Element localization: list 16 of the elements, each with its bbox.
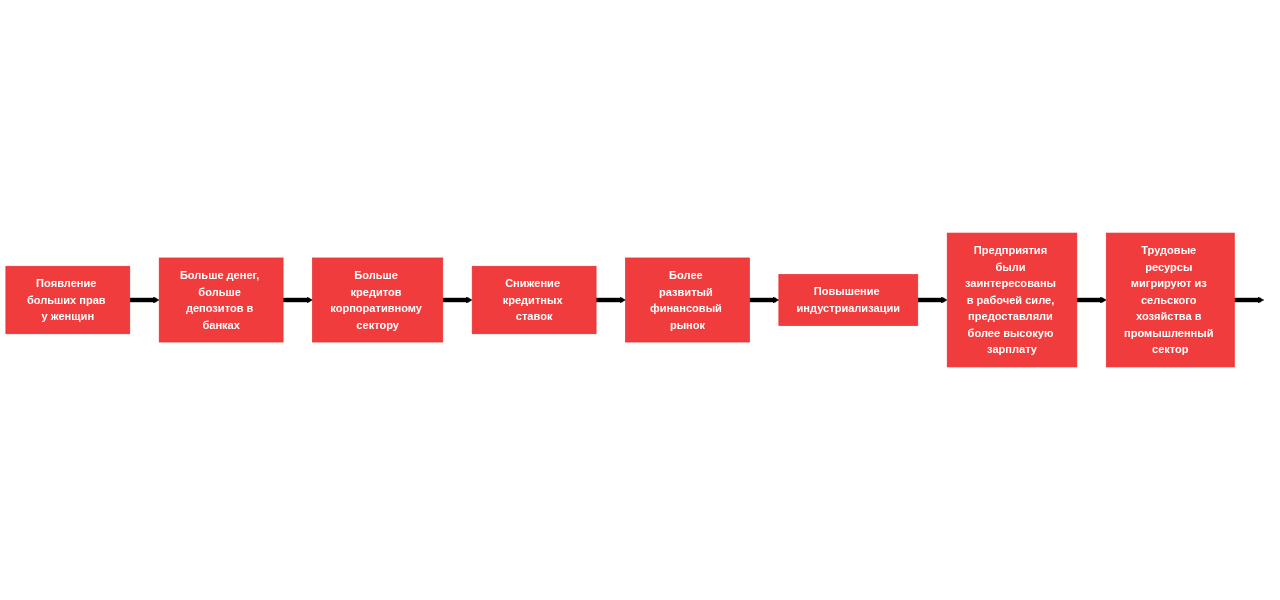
arrow	[596, 296, 626, 304]
arrow	[129, 296, 160, 304]
node-box: Больше денег, больше депозитов в банках	[158, 257, 284, 343]
arrow	[749, 296, 780, 304]
arrow	[1234, 296, 1265, 304]
node-box: Трудовые ресурсы мигрируют из сельского хозяйства в промышленный сектор	[1105, 232, 1235, 368]
node-box: Больше кредитов корпоративному сектору	[312, 257, 444, 343]
node-box: Появление больших прав у женщин	[5, 265, 131, 335]
arrow	[442, 296, 473, 304]
node-box: Снижение кредитных ставок	[471, 265, 597, 335]
arrow	[917, 296, 948, 304]
arrow	[1076, 296, 1107, 304]
arrow	[283, 296, 313, 304]
node-box: Более развитый финансовый рынок	[625, 257, 750, 343]
node-box: Повышение индустриализации	[778, 274, 919, 326]
node-box: Предприятия были заинтересованы в рабочей силе, предоставляли более высокую зарплату	[946, 232, 1078, 368]
